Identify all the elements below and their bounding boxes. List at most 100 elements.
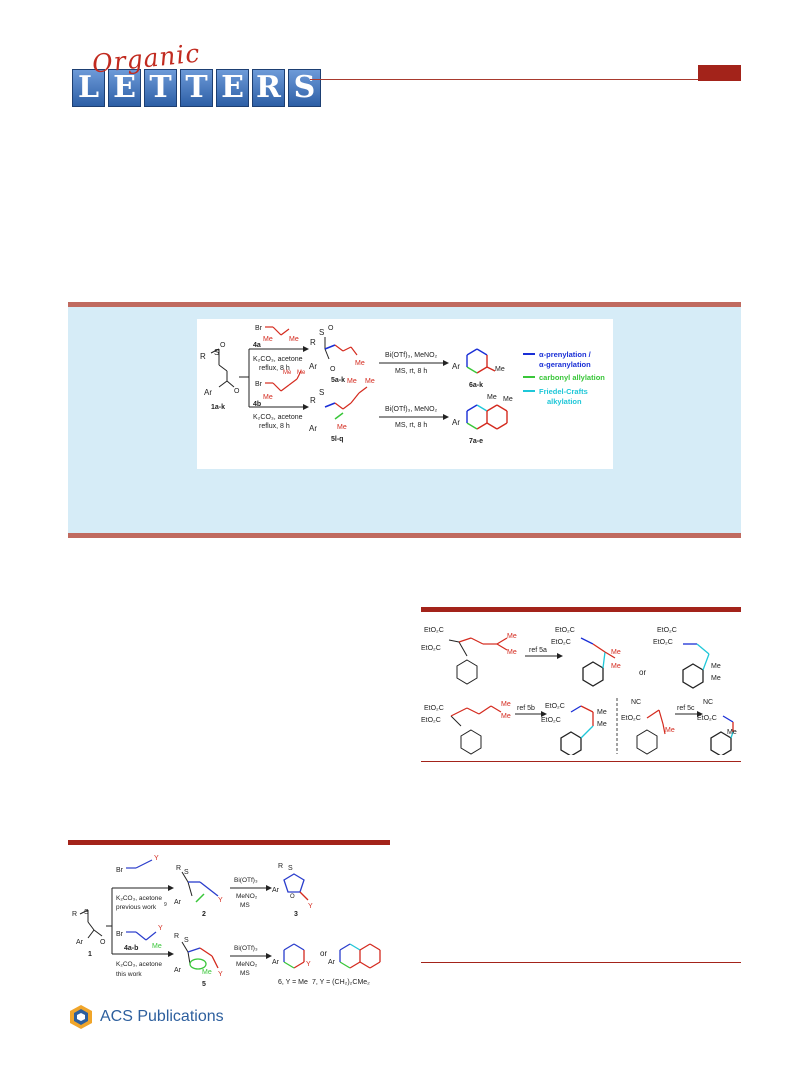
logo-letters: L E T T E R S (72, 69, 321, 107)
compound-5-label: 5 (202, 981, 206, 987)
compound-2-label: 2 (202, 911, 206, 918)
previous-conditions-2: previous work (116, 904, 157, 911)
allene-substrate (448, 639, 478, 685)
this-conditions-1: K₂CO₃, acetone (116, 961, 162, 968)
arrow-head-top (303, 346, 309, 352)
product-bottom-label: 7a-e (469, 438, 483, 445)
r-label: R (278, 863, 283, 870)
me-label: Me (337, 424, 347, 431)
y-label: Y (306, 961, 311, 968)
acs-hexagon-icon (70, 1005, 92, 1029)
ar-label: Ar (309, 424, 317, 433)
compound-2 (181, 871, 193, 897)
nitrile-label: NC (703, 699, 713, 706)
br-label: Br (116, 931, 124, 938)
logo-letter: T (180, 69, 213, 107)
color-legend: α-prenylation / α-geranylation carbonyl … (523, 350, 605, 406)
start-label: 1 (88, 951, 92, 958)
me-label: Me (507, 633, 517, 640)
ms-reagent: MS (240, 902, 250, 909)
acs-publications-logo[interactable]: ACS Publications (68, 1004, 224, 1030)
y-label: Y (218, 897, 223, 904)
geranyl-substrate (450, 715, 482, 755)
geranyl-chain (450, 705, 502, 717)
ar-label: Ar (452, 418, 460, 427)
ms-reagent: MS (240, 970, 250, 977)
arrow-head (443, 360, 449, 366)
y-label: Y (158, 925, 163, 932)
cyclization-conditions-1: Bi(OTf)₃, MeNO₂ (385, 352, 438, 359)
carbonyl-o: O (330, 366, 336, 373)
me-label: Me (365, 378, 375, 385)
r-label: R (200, 352, 206, 361)
me-label: Me (597, 721, 607, 728)
r-label: R (310, 338, 316, 347)
me-label: Me (501, 701, 511, 708)
arrow-head (443, 414, 449, 420)
nitrile-substrate (636, 729, 658, 755)
carbonyl-o: O (234, 388, 240, 395)
allene-chain (458, 637, 508, 651)
ar-label: Ar (76, 939, 84, 946)
product-top-label: 6a-k (469, 382, 483, 389)
compound-3 (283, 873, 309, 901)
me-label: Me (263, 394, 273, 401)
prenyl-chain (334, 344, 358, 356)
geranyl-chain (334, 386, 368, 410)
cyclization-conditions-2: MS, rt, 8 h (395, 422, 427, 429)
prenyl-chain (646, 709, 666, 735)
start-label: 1a-k (211, 404, 225, 411)
meno2-reagent: MeNO₂ (236, 893, 258, 900)
publisher-name: ACS Publications (100, 1008, 224, 1025)
me-label: Me (711, 663, 721, 670)
o-label: O (328, 325, 334, 332)
cyclization-conditions-2: MS, rt, 8 h (395, 368, 427, 375)
arrow-head (697, 711, 703, 717)
me-label: Me (711, 675, 721, 682)
me-label: Me (495, 366, 505, 373)
compound-3-label: 3 (294, 911, 298, 918)
ester-label: EtO₂C (621, 715, 641, 722)
me-label: Me (347, 378, 357, 385)
s-label: S (84, 909, 89, 916)
product-7-label: 7, Y = (CH₂)₂CMe₂ (312, 979, 370, 986)
ester-label: EtO₂C (555, 627, 575, 634)
starting-sulfone (210, 348, 235, 388)
me-label: Me (507, 649, 517, 656)
me-label: Me (283, 370, 292, 376)
product-6 (283, 943, 305, 969)
me-label: Me (487, 394, 497, 401)
s-label: S (288, 865, 293, 872)
ar-label: Ar (309, 362, 317, 371)
concept-scheme-svg: R S Ar O 1 Br Y K₂CO₃, acetone previous … (72, 855, 381, 988)
ester-label: EtO₂C (551, 639, 571, 646)
ar-label: Ar (328, 959, 336, 966)
meno2-reagent: MeNO₂ (236, 961, 258, 968)
propargyl-bromide (126, 859, 153, 869)
conditions-line2: reflux, 8 h (259, 423, 290, 430)
reagent-4a: 4a (253, 342, 261, 349)
or-text: or (320, 949, 327, 958)
branch-arrows (239, 348, 303, 408)
arrow-head-bottom (303, 404, 309, 410)
scheme-left-top-rule (68, 840, 390, 845)
ar-label: Ar (272, 959, 280, 966)
me-label: Me (611, 663, 621, 670)
conditions-line1: K₂CO₃, acetone (253, 356, 303, 363)
scheme-right-figure: EtO₂C EtO₂C Me Me ref 5a EtO₂C EtO₂C Me (421, 620, 741, 757)
y-label: Y (218, 971, 223, 978)
logo-letter: R (252, 69, 285, 107)
y-label: Y (308, 903, 313, 910)
this-conditions-2: this work (116, 971, 142, 978)
legend-text: carbonyl allylation (539, 373, 605, 382)
precedent-scheme-svg: EtO₂C EtO₂C Me Me ref 5a EtO₂C EtO₂C Me (421, 627, 737, 757)
o-label: O (100, 939, 106, 946)
blue-bond (324, 402, 336, 408)
br-label: Br (116, 867, 124, 874)
me-label: Me (152, 943, 162, 950)
blue-bond (324, 344, 336, 350)
bi-reagent: Bi(OTf)₃ (234, 945, 258, 952)
arrow-head (541, 711, 547, 717)
s-label: S (184, 869, 189, 876)
product-ref-a-alt (682, 643, 710, 689)
